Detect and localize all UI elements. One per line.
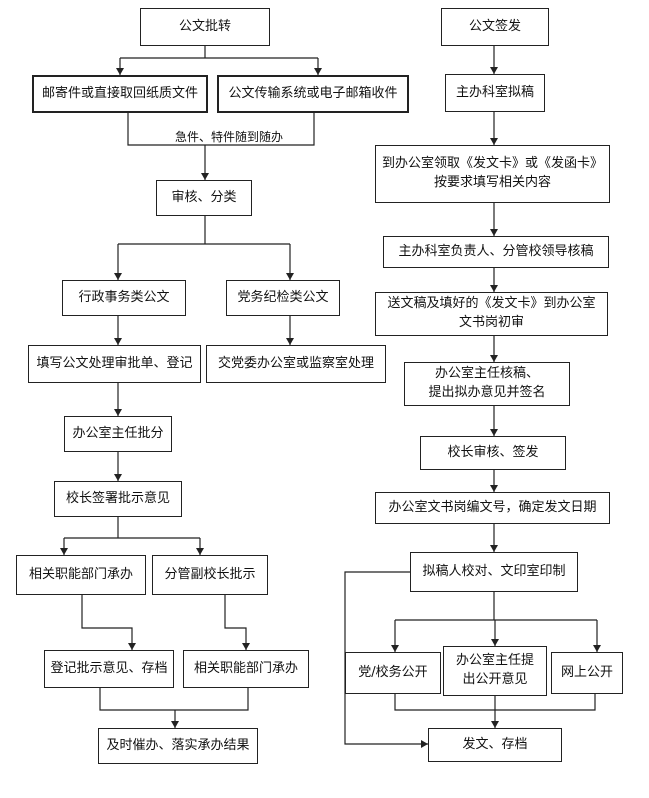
arrowhead — [114, 474, 122, 481]
connector-line-4 — [127, 113, 315, 146]
arrowhead — [60, 548, 68, 555]
follow-up-box: 及时催办、落实承办结果 — [98, 728, 258, 764]
get-card-box: 到办公室领取《发文卡》或《发函卡》 按要求填写相关内容 — [375, 145, 610, 203]
arrowhead — [314, 68, 322, 75]
arrowhead — [593, 645, 601, 652]
proofread-print-box: 拟稿人校对、文印室印制 — [410, 552, 578, 592]
electronic-file-box: 公文传输系统或电子邮箱收件 — [217, 75, 409, 113]
connector-line-20 — [99, 688, 249, 711]
paper-file-box: 邮寄件或直接取回纸质文件 — [32, 75, 208, 113]
arrowhead — [490, 67, 498, 74]
director-public-box: 办公室主任提 出公开意见 — [443, 646, 547, 696]
arrowhead — [490, 285, 498, 292]
arrowhead — [491, 639, 499, 646]
online-public-box: 网上公开 — [551, 652, 623, 694]
arrowhead — [242, 643, 250, 650]
fill-form-box: 填写公文处理审批单、登记 — [28, 345, 201, 383]
arrowhead — [114, 409, 122, 416]
arrowhead — [114, 338, 122, 345]
leader-review-box: 主办科室负责人、分管校领导核稿 — [383, 236, 609, 268]
left-title-box: 公文批转 — [140, 8, 270, 46]
arrowhead — [286, 273, 294, 280]
arrowhead — [490, 229, 498, 236]
director-assign-box: 办公室主任批分 — [64, 416, 172, 452]
submit-draft-box: 送文稿及填好的《发文卡》到办公室 文书岗初审 — [375, 292, 608, 336]
public-party-box: 党/校务公开 — [345, 652, 441, 694]
draft-box: 主办科室拟稿 — [445, 74, 545, 112]
review-classify-box: 审核、分类 — [156, 180, 252, 216]
arrowhead — [116, 68, 124, 75]
arrowhead — [490, 429, 498, 436]
arrowhead — [490, 138, 498, 145]
to-party-office-box: 交党委办公室或监察室处理 — [206, 345, 386, 383]
dept-handle-1-box: 相关职能部门承办 — [16, 555, 146, 595]
arrowhead — [201, 173, 209, 180]
vice-principal-box: 分管副校长批示 — [152, 555, 268, 595]
arrowhead — [421, 740, 428, 748]
issue-archive-box: 发文、存档 — [428, 728, 562, 762]
arrowhead — [490, 545, 498, 552]
principal-sign-left-box: 校长签署批示意见 — [54, 481, 182, 517]
connector-line-19 — [224, 595, 247, 650]
register-archive-box: 登记批示意见、存档 — [44, 650, 174, 688]
admin-doc-box: 行政事务类公文 — [62, 280, 186, 316]
connector-line-18 — [81, 595, 133, 650]
right-title-box: 公文签发 — [441, 8, 549, 46]
dept-handle-2-box: 相关职能部门承办 — [183, 650, 309, 688]
principal-sign-right-box: 校长审核、签发 — [420, 436, 566, 470]
arrowhead — [490, 355, 498, 362]
arrowhead — [171, 721, 179, 728]
arrowhead — [286, 338, 294, 345]
arrowhead — [391, 645, 399, 652]
arrowhead — [490, 485, 498, 492]
urgent-note: 急件、特件随到随办 — [175, 130, 284, 144]
arrowhead — [114, 273, 122, 280]
number-date-box: 办公室文书岗编文号，确定发文日期 — [375, 492, 610, 524]
director-review-box: 办公室主任核稿、 提出拟办意见并签名 — [404, 362, 570, 406]
party-doc-box: 党务纪检类公文 — [226, 280, 340, 316]
arrowhead — [196, 548, 204, 555]
arrowhead — [491, 721, 499, 728]
arrowhead — [128, 643, 136, 650]
